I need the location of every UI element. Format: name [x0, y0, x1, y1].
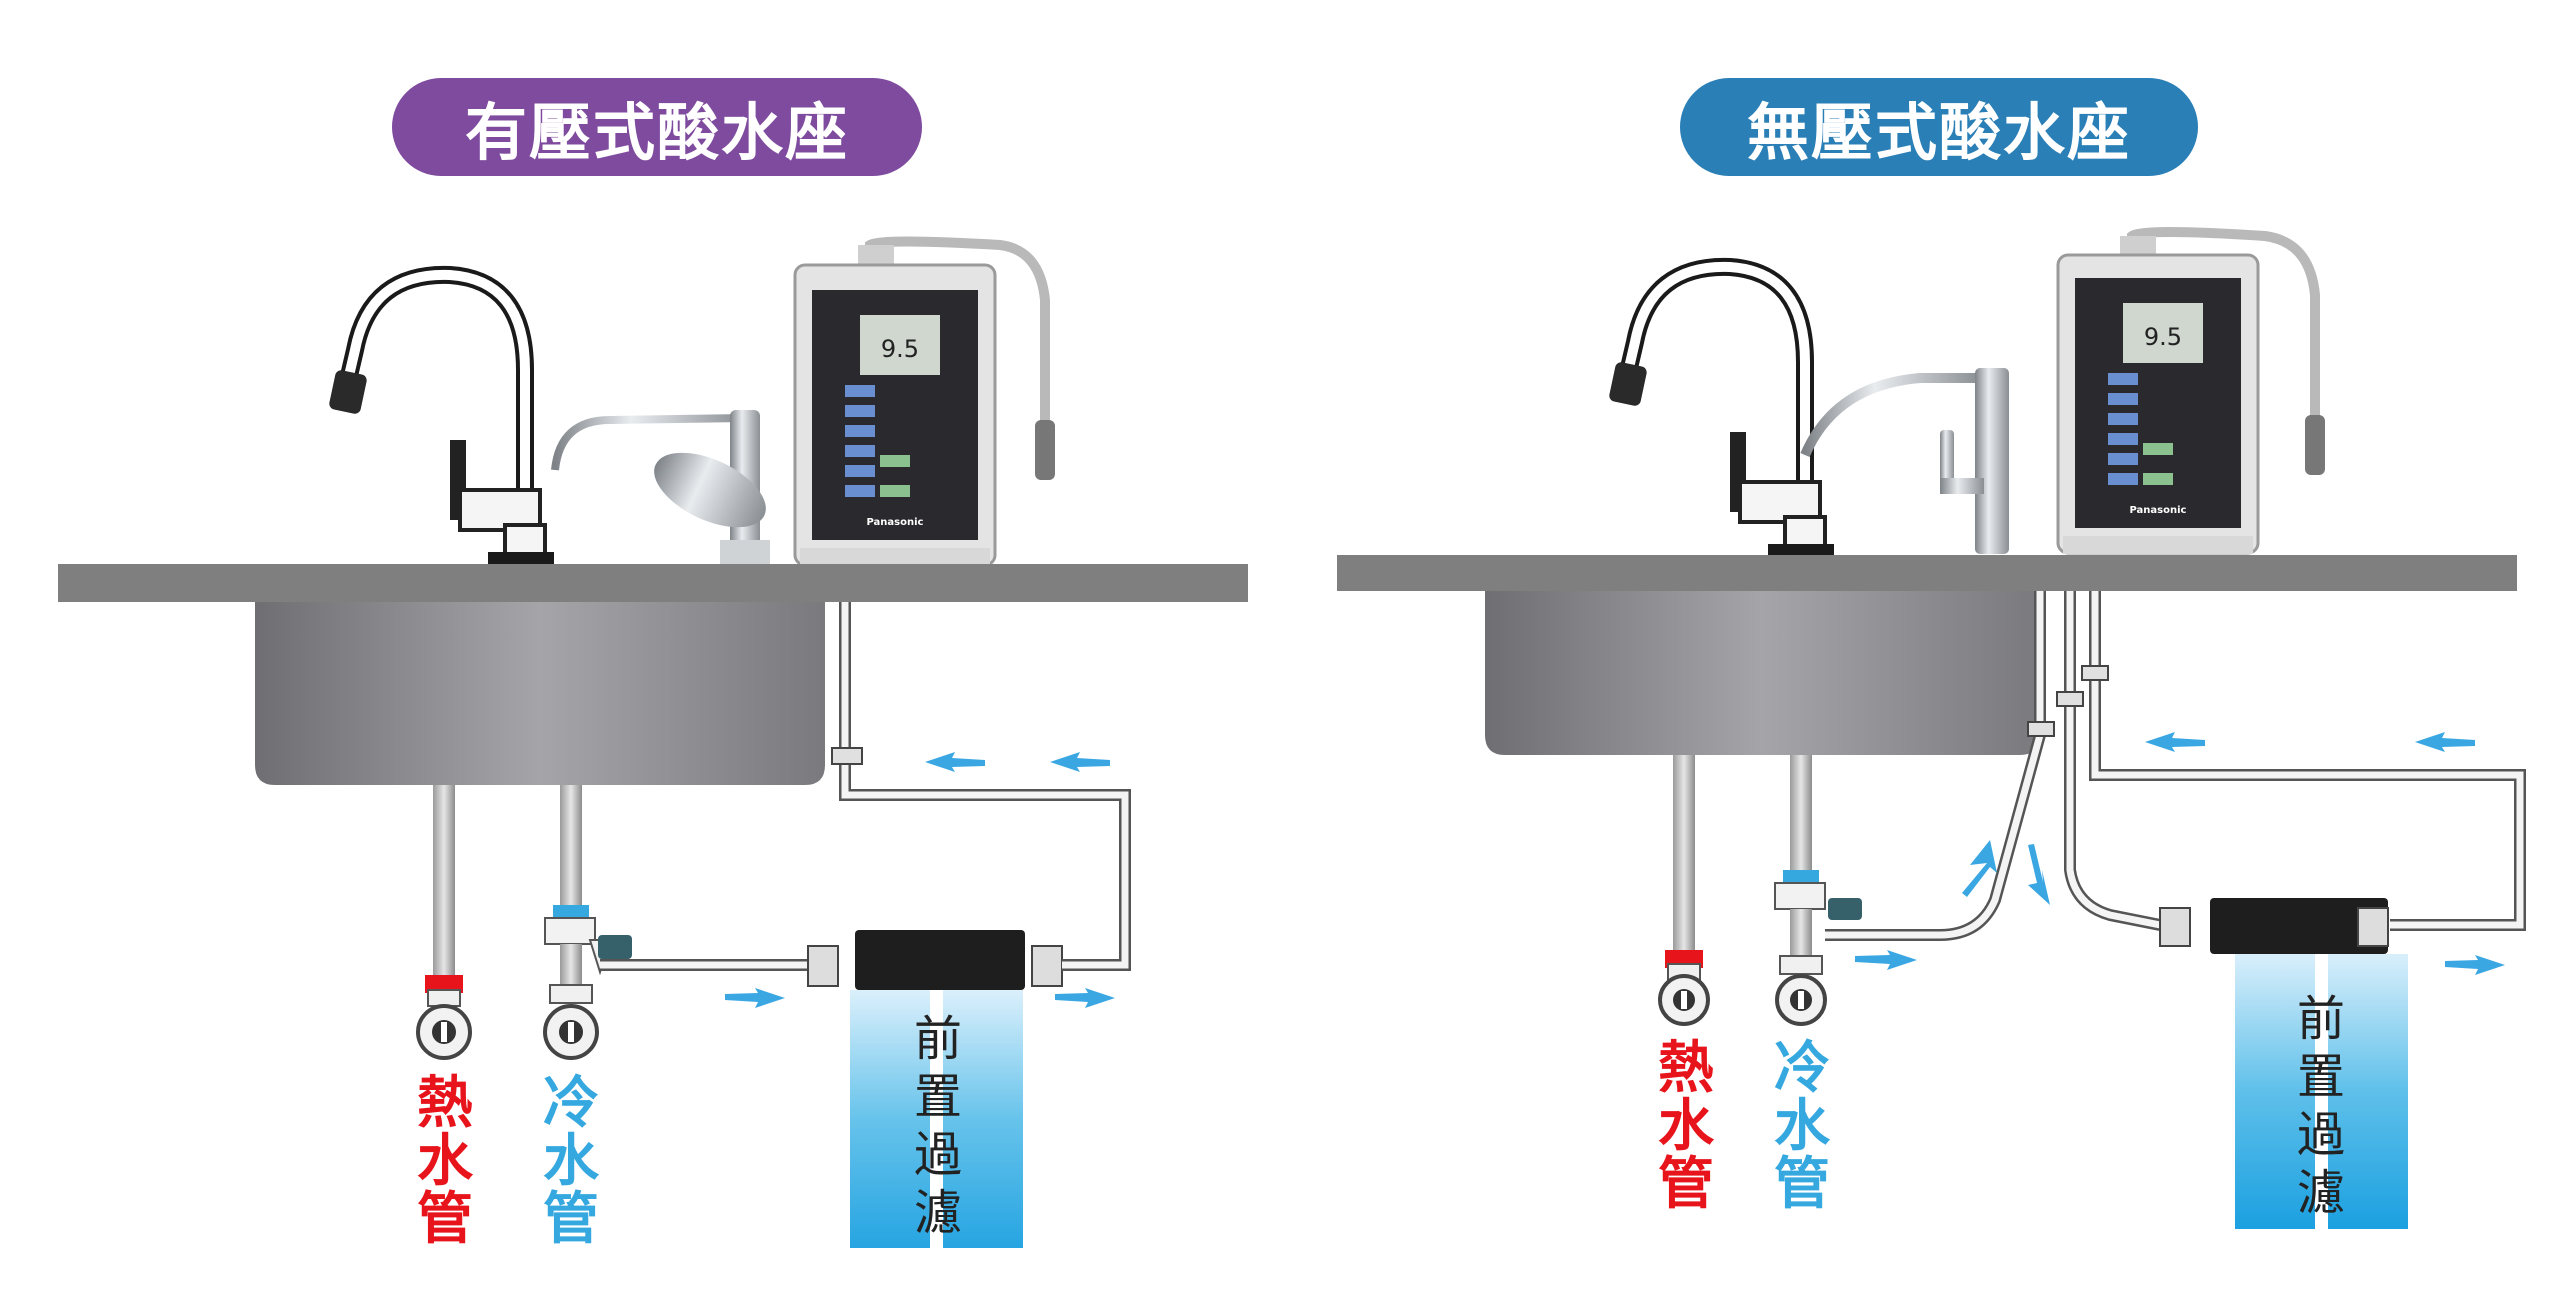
hot-water-pipe — [1658, 755, 1710, 1026]
cold-water-pipe — [543, 785, 632, 1060]
pre-filter-label: 前置過濾 — [913, 1011, 962, 1241]
pre-filter — [2159, 898, 2408, 1229]
countertop — [58, 564, 1248, 602]
water-ionizer: 9.5 Panasonic — [2056, 227, 2325, 555]
svg-text:9.5: 9.5 — [2144, 323, 2182, 351]
flow-arrows — [1855, 732, 2505, 975]
hot-water-pipe-label: 熱水管 — [1658, 1036, 1714, 1217]
panel-title-pressurized: 有壓式酸水座 — [392, 78, 922, 176]
kitchen-faucet — [1609, 257, 1834, 556]
acid-water-faucet — [1800, 368, 2009, 554]
return-line — [2081, 591, 2526, 931]
countertop — [1337, 555, 2517, 591]
unpressurized-panel: 無壓式酸水座 — [1280, 0, 2560, 1309]
return-line — [831, 602, 1131, 971]
unpressurized-diagram: 9.5 Panasonic — [1337, 227, 2526, 1229]
flow-arrows — [725, 752, 1115, 1008]
hot-water-pipe — [416, 785, 472, 1060]
drain-line — [2056, 591, 2162, 931]
panel-title-unpressurized: 無壓式酸水座 — [1680, 78, 2198, 176]
kitchen-faucet — [329, 265, 554, 564]
acid-water-faucet — [551, 410, 770, 564]
svg-text:9.5: 9.5 — [881, 335, 919, 363]
pre-filter — [850, 930, 1063, 1248]
pressurized-panel: 有壓式酸水座 — [58, 78, 1248, 1252]
supply-line — [1825, 591, 2055, 941]
cold-water-pipe — [1774, 755, 1862, 1026]
water-ionizer: 9.5 Panasonic — [793, 236, 1055, 567]
pressurized-diagram: 9.5 Panasonic — [58, 236, 1248, 1248]
supply-line — [600, 945, 839, 987]
sink-basin — [255, 602, 825, 785]
cold-water-pipe-label: 冷水管 — [543, 1071, 599, 1252]
hot-water-pipe-label: 熱水管 — [417, 1071, 473, 1252]
pre-filter-label: 前置過濾 — [2296, 991, 2345, 1221]
cold-water-pipe-label: 冷水管 — [1774, 1036, 1830, 1217]
svg-text:Panasonic: Panasonic — [2130, 505, 2187, 516]
sink-basin — [1485, 591, 2040, 755]
svg-text:Panasonic: Panasonic — [867, 517, 924, 528]
